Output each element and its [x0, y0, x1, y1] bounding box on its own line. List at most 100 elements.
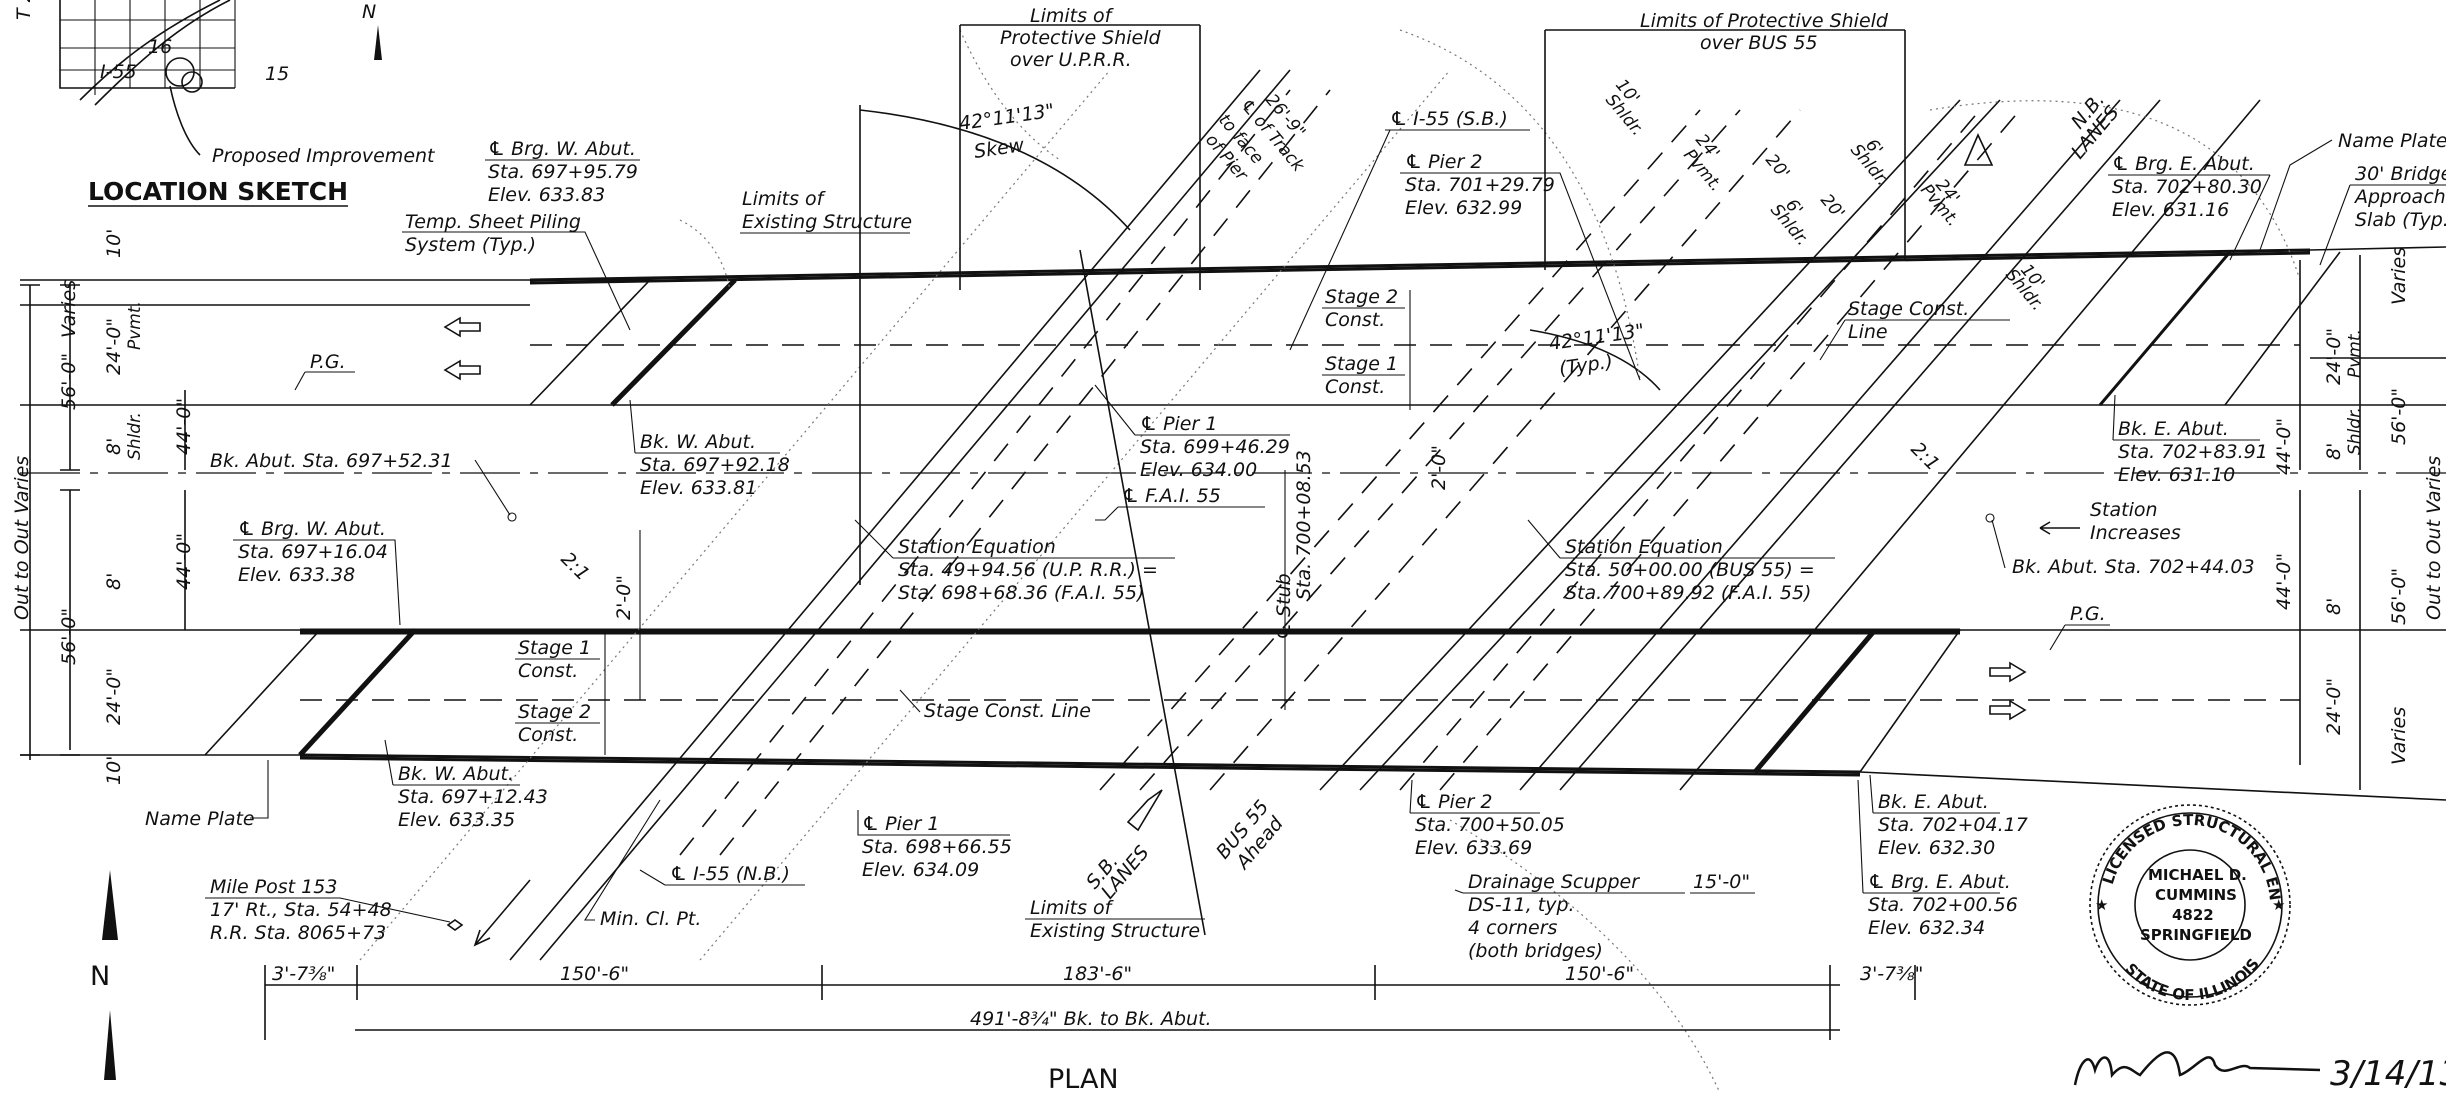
traffic-arrow-right-icon: [1989, 661, 2027, 721]
callout-pier2-top: ℄ Pier 2 Sta. 701+29.79 Elev. 632.99: [1400, 151, 1641, 381]
right-dimensions: Varies 24'-0" Pvmt. 8' Shldr. 44'-0" 56'…: [2273, 247, 2445, 765]
i55-nb-direction-arrow-icon: [473, 879, 531, 947]
svg-text:Sta. 697+95.79: Sta. 697+95.79: [488, 161, 638, 183]
svg-text:Name Plate: Name Plate: [2338, 130, 2446, 152]
svg-text:Stage Const. Line: Stage Const. Line: [924, 700, 1091, 722]
callout-stage2-top: Stage 2 Const.: [1322, 286, 1405, 331]
callout-mile-post: Mile Post 153 17' Rt., Sta. 54+48 R.R. S…: [205, 876, 464, 944]
callout-limits-bus55: Limits of Protective Shield over BUS 55: [1640, 10, 1889, 54]
callout-station-eq-left: Station Equation Sta. 49+94.56 (U.P. R.R…: [854, 519, 1175, 604]
svg-text:Station Equation: Station Equation: [1565, 536, 1723, 558]
svg-text:20': 20': [1816, 190, 1848, 223]
svg-text:2'-0": 2'-0": [1428, 445, 1450, 490]
bridge-geometry: [20, 24, 2446, 1094]
right-varies-bottom: Varies: [2388, 707, 2410, 765]
svg-text:Elev. 633.35: Elev. 633.35: [398, 809, 515, 831]
svg-text:℄ Pier 1: ℄ Pier 1: [862, 813, 939, 835]
svg-text:Skew: Skew: [973, 134, 1026, 163]
left-dimensions: Out to Out Varies 56'-0" 56'-0" 44'-0" 4…: [11, 229, 195, 785]
svg-text:Elev. 634.00: Elev. 634.00: [1140, 459, 1257, 481]
svg-text:℄ Stub: ℄ Stub: [1273, 573, 1295, 640]
callout-stage1-top: Stage 1 Const.: [1322, 353, 1405, 398]
left-inner-bottom: 44'-0": [173, 533, 195, 590]
svg-text:Elev. 633.83: Elev. 633.83: [488, 184, 605, 206]
right-inner-bottom: 44'-0": [2273, 553, 2295, 610]
svg-text:42°11'13": 42°11'13": [958, 100, 1056, 135]
seal-bottom-arc: STATE OF ILLINOIS: [2121, 955, 2263, 1004]
svg-text:Line: Line: [1848, 321, 1888, 343]
svg-text:P.G.: P.G.: [310, 351, 346, 373]
svg-text:15'-0": 15'-0": [1693, 871, 1750, 893]
svg-text:℄ I-55 (N.B.): ℄ I-55 (N.B.): [670, 863, 790, 885]
callout-pier1-top: ℄ Pier 1 Sta. 699+46.29 Elev. 634.00: [1094, 384, 1290, 481]
callout-skew-typ: 42°11'13" (Typ.): [1548, 320, 1646, 380]
left-half-top: 56'-0": [58, 353, 80, 410]
callout-approach-slab: 30' Bridge Approach Slab (Typ.): [2319, 163, 2446, 266]
svg-text:Elev. 631.10: Elev. 631.10: [2118, 464, 2235, 486]
callout-stage1-bottom: Stage 1 Const.: [515, 637, 600, 682]
callout-skew: 42°11'13" Skew: [958, 100, 1056, 163]
svg-text:Elev. 633.81: Elev. 633.81: [640, 477, 757, 499]
callout-drainage: Drainage Scupper DS-11, typ. 4 corners (…: [1454, 871, 1685, 962]
svg-text:Bk. E. Abut.: Bk. E. Abut.: [2118, 418, 2229, 440]
svg-text:Bk. W. Abut.: Bk. W. Abut.: [398, 763, 514, 785]
svg-text:Elev. 632.99: Elev. 632.99: [1405, 197, 1522, 219]
svg-text:42°11'13": 42°11'13": [1548, 320, 1646, 355]
callout-slope-21-top: 2:1: [1906, 438, 1943, 475]
svg-text:Limits of: Limits of: [1030, 5, 1115, 27]
callout-sb-lanes: S.B. LANES: [1082, 789, 1163, 903]
sketch-16: 16: [148, 36, 172, 58]
right-half-bottom: 56'-0": [2388, 568, 2410, 625]
seal-number: 4822: [2172, 906, 2214, 924]
svg-text:Elev. 632.34: Elev. 632.34: [1868, 917, 1985, 939]
svg-text:Limits of: Limits of: [742, 188, 827, 210]
sketch-t20: T 20: [13, 0, 35, 20]
seal-star-right-icon: ★: [2272, 896, 2285, 914]
svg-text:2:1: 2:1: [556, 548, 593, 585]
svg-text:℄ I-55 (S.B.): ℄ I-55 (S.B.): [1390, 108, 1508, 130]
callout-min-cl: Min. Cl. Pt.: [584, 799, 701, 930]
callout-name-plate-top: Name Plate: [2259, 130, 2446, 251]
left-shldr8-bottom: 8': [103, 573, 125, 590]
callout-dim-15-0: 15'-0": [1690, 871, 1755, 894]
svg-text:℄ Brg. E. Abut.: ℄ Brg. E. Abut.: [1868, 871, 2011, 893]
right-pvmt-label: Pvmt.: [2345, 329, 2365, 378]
svg-text:over U.P.R.R.: over U.P.R.R.: [1010, 49, 1132, 71]
north-label: N: [90, 961, 110, 992]
svg-text:Bk. Abut. Sta. 697+52.31: Bk. Abut. Sta. 697+52.31: [210, 450, 453, 472]
dim-span-3: 150'-6": [1565, 963, 1634, 985]
svg-text:Approach: Approach: [2353, 186, 2446, 208]
svg-text:Const.: Const.: [1325, 376, 1385, 398]
mile-post-marker-icon: [446, 919, 464, 931]
callout-stage-const-line-top: Stage Const. Line: [1819, 298, 2010, 361]
dim-span-1: 150'-6": [560, 963, 629, 985]
dim-total: 491'-8¾" Bk. to Bk. Abut.: [970, 1008, 1212, 1030]
svg-text:℄ Brg. E. Abut.: ℄ Brg. E. Abut.: [2112, 153, 2255, 175]
left-out-to-out: Out to Out Varies: [11, 456, 33, 620]
callout-dim-2-0-bottom: 2'-0": [613, 575, 635, 620]
left-shldr10-bottom: 10': [103, 756, 125, 785]
signature-date: 3/14/13: [2330, 1054, 2446, 1093]
svg-text:Bk. E. Abut.: Bk. E. Abut.: [1878, 791, 1989, 813]
callout-bk-e-top: Bk. E. Abut. Sta. 702+83.91 Elev. 631.10: [2112, 394, 2268, 486]
svg-text:Sta. 702+80.30: Sta. 702+80.30: [2112, 176, 2262, 198]
left-shldr-label: Shldr.: [125, 412, 145, 460]
callout-bus55-ahead: BUS 55 Ahead: [1212, 796, 1288, 875]
svg-text:Bk. Abut. Sta. 702+44.03: Bk. Abut. Sta. 702+44.03: [2012, 556, 2255, 578]
svg-text:20': 20': [1761, 150, 1793, 183]
svg-text:Stage 1: Stage 1: [1325, 353, 1398, 375]
left-shldr8-top: 8': [103, 438, 125, 455]
callout-station-eq-right: Station Equation Sta. 50+00.00 (BUS 55) …: [1527, 519, 1835, 604]
right-half-top: 56'-0": [2388, 388, 2410, 445]
location-sketch-title: LOCATION SKETCH: [88, 177, 348, 206]
callout-slope-21-bottom: 2:1: [556, 548, 593, 585]
svg-text:Limits of Protective Shield: Limits of Protective Shield: [1640, 10, 1889, 32]
svg-text:Elev. 632.30: Elev. 632.30: [1878, 837, 1995, 859]
right-inner-top: 44'-0": [2273, 418, 2295, 475]
callout-pier1-bottom: ℄ Pier 1 Sta. 698+66.55 Elev. 634.09: [857, 810, 1012, 881]
callout-bk-abut-w: Bk. Abut. Sta. 697+52.31: [210, 450, 517, 522]
callout-fai55: ℄ F.A.I. 55: [1095, 485, 1265, 521]
seal-star-left-icon: ★: [2095, 896, 2108, 914]
callout-pg-top: P.G.: [294, 351, 355, 391]
